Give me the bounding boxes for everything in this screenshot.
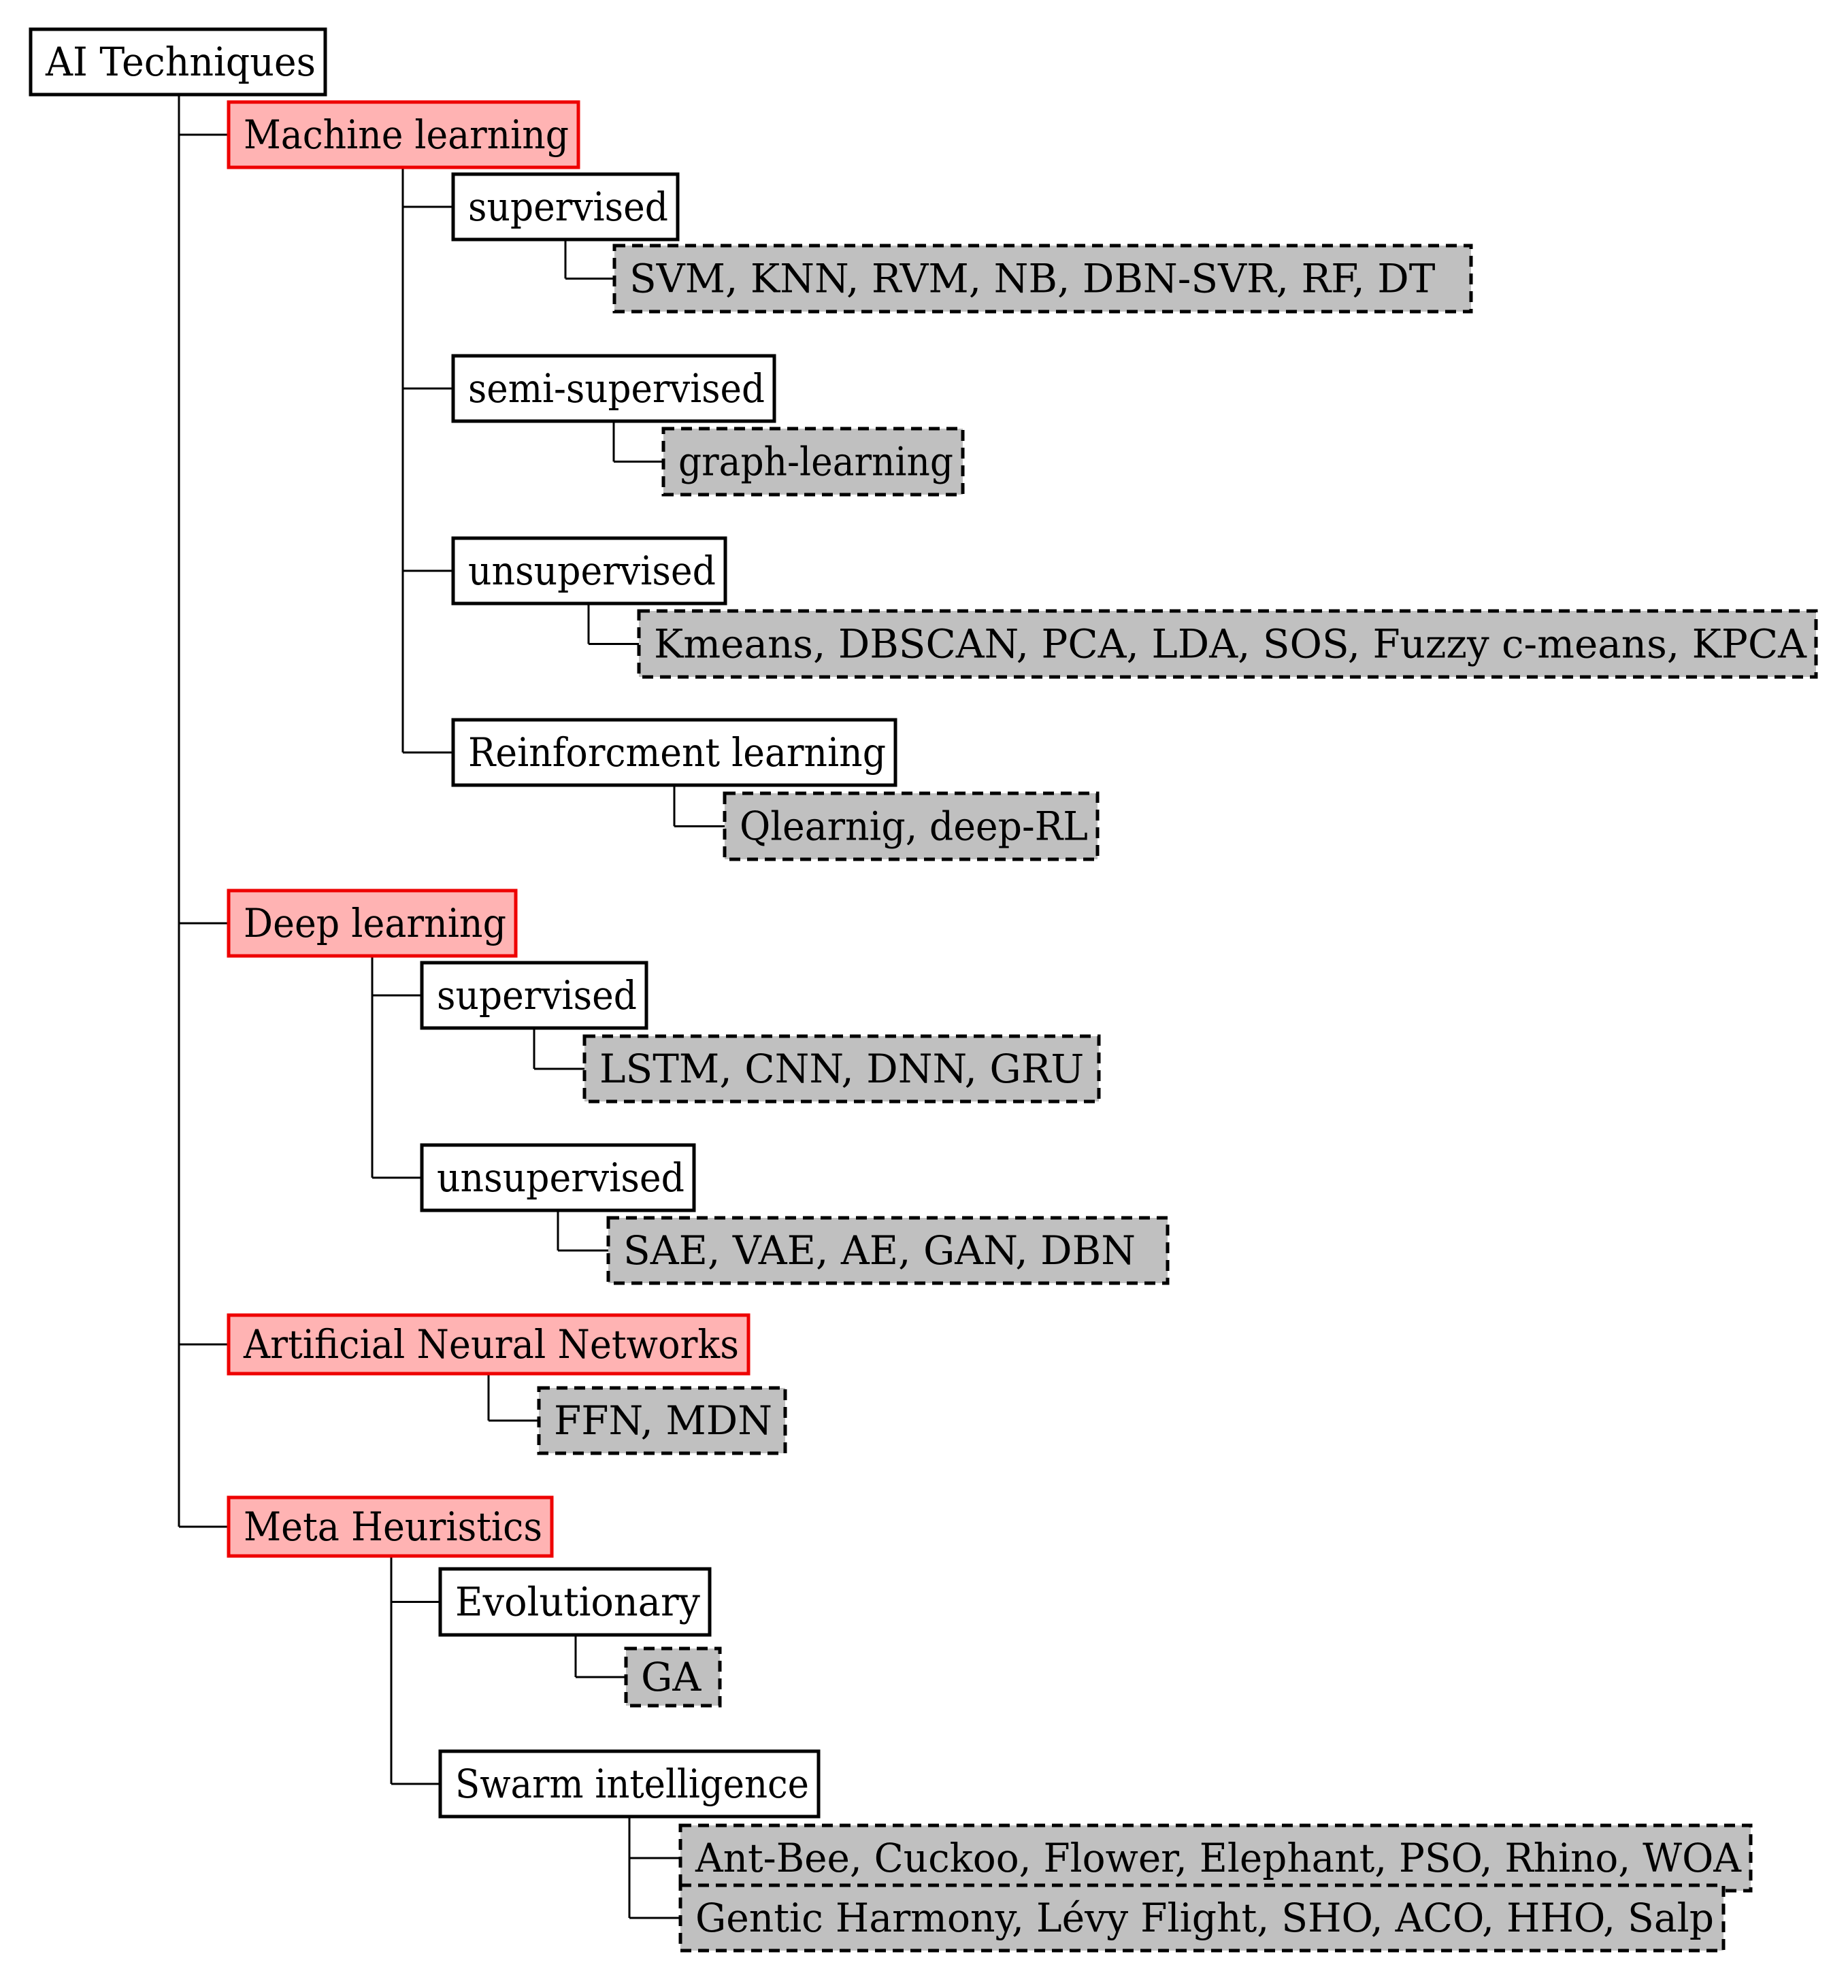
method-box	[438, 1749, 821, 1819]
method-label: supervised	[437, 972, 637, 1018]
category-label: Meta Heuristics	[244, 1504, 542, 1550]
category-node-deep-learning: Deep learning	[227, 889, 518, 958]
leaf-label: SAE, VAE, AE, GAN, DBN	[623, 1227, 1136, 1274]
method-node-unsupervised: unsupervised	[420, 1143, 696, 1212]
leaf-box	[582, 1034, 1101, 1104]
category-box	[227, 100, 580, 169]
method-label: Evolutionary	[455, 1579, 700, 1625]
leaf-box	[624, 1646, 722, 1708]
category-box	[227, 1313, 750, 1376]
connector-lines	[178, 95, 725, 1919]
leaf-node-qlearnig-deep-rl: Qlearnig, deep-RL	[723, 791, 1100, 861]
method-box	[451, 718, 897, 787]
leaf-label: SVM, KNN, RVM, NB, DBN-SVR, RF, DT	[629, 256, 1436, 302]
leaf-box	[661, 427, 965, 497]
method-box	[438, 1567, 712, 1637]
leaf-node-ga: GA	[624, 1646, 722, 1708]
leaf-label: Qlearnig, deep-RL	[740, 804, 1088, 850]
leaf-label: Kmeans, DBSCAN, PCA, LDA, SOS, Fuzzy c-m…	[654, 621, 1807, 667]
method-label: semi-supervised	[468, 365, 765, 412]
leaf-node-svm-knn-rvm-nb-dbn-svr-rf-dt: SVM, KNN, RVM, NB, DBN-SVR, RF, DT	[612, 244, 1473, 314]
method-node-reinforcment-learning: Reinforcment learning	[451, 718, 897, 787]
method-box	[420, 961, 648, 1030]
method-box	[420, 1143, 696, 1212]
leaf-label: FFN, MDN	[554, 1397, 772, 1444]
method-node-semi-supervised: semi-supervised	[451, 354, 776, 423]
root-label: AI Techniques	[45, 39, 316, 85]
leaf-node-ffn-mdn: FFN, MDN	[537, 1386, 787, 1455]
method-label: Swarm intelligence	[455, 1761, 809, 1807]
leaf-node-lstm-cnn-dnn-gru: LSTM, CNN, DNN, GRU	[582, 1034, 1101, 1104]
method-label: unsupervised	[437, 1155, 684, 1201]
leaf-node-sae-vae-ae-gan-dbn: SAE, VAE, AE, GAN, DBN	[606, 1216, 1170, 1285]
leaf-box	[678, 1883, 1726, 1953]
leaf-label: Ant-Bee, Cuckoo, Flower, Elephant, PSO, …	[695, 1835, 1742, 1881]
category-label: Deep learning	[244, 900, 506, 946]
leaf-node-kmeans-dbscan-pca-lda-sos-fuzzy-c-means-: Kmeans, DBSCAN, PCA, LDA, SOS, Fuzzy c-m…	[637, 609, 1818, 679]
method-box	[451, 354, 776, 423]
method-label: supervised	[468, 184, 668, 230]
leaf-box	[678, 1823, 1753, 1893]
category-node-artificial-neural-networks: Artificial Neural Networks	[227, 1313, 750, 1376]
root-box	[29, 27, 327, 97]
category-box	[227, 889, 518, 958]
leaf-box	[606, 1216, 1170, 1285]
leaf-label: graph-learning	[678, 439, 953, 485]
method-label: unsupervised	[468, 548, 716, 594]
method-node-unsupervised: unsupervised	[451, 536, 727, 606]
root-node-ai-techniques: AI Techniques	[29, 27, 327, 97]
method-node-swarm-intelligence: Swarm intelligence	[438, 1749, 821, 1819]
method-node-supervised: supervised	[451, 172, 680, 242]
method-box	[451, 172, 680, 242]
category-label: Machine learning	[244, 112, 569, 158]
leaf-label: GA	[641, 1654, 702, 1700]
leaf-box	[612, 244, 1473, 314]
method-node-supervised: supervised	[420, 961, 648, 1030]
category-label: Artificial Neural Networks	[243, 1321, 739, 1368]
category-node-meta-heuristics: Meta Heuristics	[227, 1495, 554, 1558]
leaf-node-graph-learning: graph-learning	[661, 427, 965, 497]
category-box	[227, 1495, 554, 1558]
leaf-label: Gentic Harmony, Lévy Flight, SHO, ACO, H…	[695, 1895, 1714, 1941]
method-label: Reinforcment learning	[468, 729, 886, 776]
leaf-node-gentic-harmony-l-vy-flight-sho-aco-hho-s: Gentic Harmony, Lévy Flight, SHO, ACO, H…	[678, 1883, 1726, 1953]
leaf-label: LSTM, CNN, DNN, GRU	[599, 1046, 1084, 1092]
method-node-evolutionary: Evolutionary	[438, 1567, 712, 1637]
leaf-node-ant-bee-cuckoo-flower-elephant-pso-rhino: Ant-Bee, Cuckoo, Flower, Elephant, PSO, …	[678, 1823, 1753, 1893]
leaf-box	[537, 1386, 787, 1455]
leaf-box	[637, 609, 1818, 679]
method-box	[451, 536, 727, 606]
category-node-machine-learning: Machine learning	[227, 100, 580, 169]
leaf-box	[723, 791, 1100, 861]
